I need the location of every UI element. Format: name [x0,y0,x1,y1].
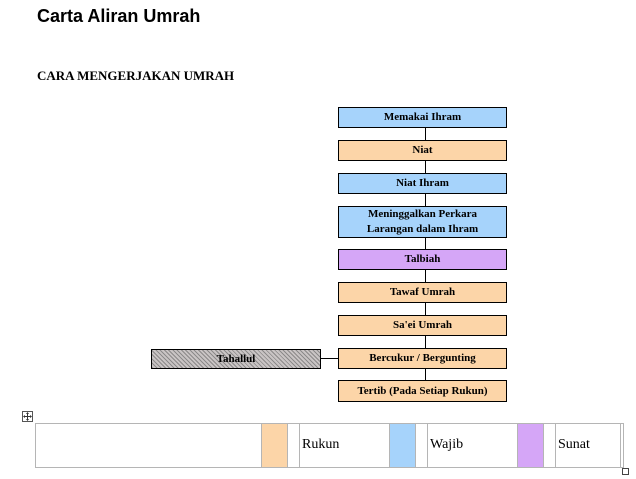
legend-table: Rukun Wajib Sunat [35,423,624,468]
branch-connector-line [321,358,338,359]
step-label: Tertib (Pada Setiap Rukun) [357,384,488,397]
step-label: Bercukur / Bergunting [369,352,476,364]
step-saei-umrah[interactable]: Sa'ei Umrah [338,315,507,336]
legend-item-sunat: Sunat [556,424,621,467]
legend-label-rukun: Rukun [302,437,340,452]
step-label: Memakai Ihram [383,111,462,123]
legend-swatch-rukun [262,424,288,467]
legend-spacer-cell [416,424,428,467]
table-move-handle-icon[interactable] [22,411,33,422]
legend-swatch-wajib [390,424,416,467]
legend-label-wajib: Wajib [430,437,464,452]
branch-tahallul[interactable]: Tahallul [151,349,321,369]
step-label: Talbiah [404,253,441,265]
step-label: Niat [412,144,433,156]
branch-label: Tahallul [216,352,256,365]
legend-label-sunat: Sunat [558,437,590,452]
step-meninggalkan-larangan[interactable]: Meninggalkan Perkara Larangan dalam Ihra… [338,206,507,238]
legend-swatch-sunat [518,424,544,467]
step-talbiah[interactable]: Talbiah [338,249,507,270]
legend-item-rukun: Rukun [300,424,390,467]
legend-item-wajib: Wajib [428,424,518,467]
step-tertib[interactable]: Tertib (Pada Setiap Rukun) [338,380,507,402]
step-memakai-ihram[interactable]: Memakai Ihram [338,107,507,128]
step-niat-ihram[interactable]: Niat Ihram [338,173,507,194]
step-label: Niat Ihram [396,177,449,189]
diagram-subtitle: CARA MENGERJAKAN UMRAH [37,68,235,83]
table-resize-handle[interactable] [622,468,629,475]
step-label: Sa'ei Umrah [393,319,452,331]
legend-empty-cell [36,424,262,467]
legend-spacer-cell [544,424,556,467]
step-tawaf-umrah[interactable]: Tawaf Umrah [338,282,507,303]
step-label: Tawaf Umrah [389,286,456,298]
page-title: Carta Aliran Umrah [37,6,201,26]
step-niat[interactable]: Niat [338,140,507,161]
step-bercukur-bergunting[interactable]: Bercukur / Bergunting [338,348,507,369]
legend-spacer-cell [288,424,300,467]
step-label: Meninggalkan Perkara Larangan dalam Ihra… [366,208,479,235]
